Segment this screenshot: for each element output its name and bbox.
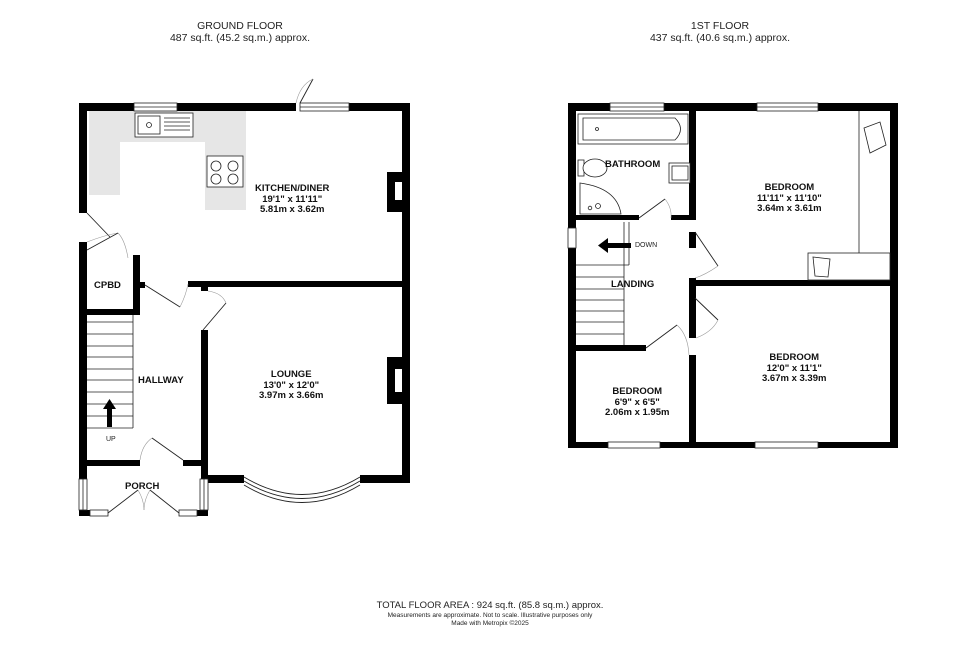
room-label-bedroom-3: BEDROOM 6'9" x 6'5" 2.06m x 1.95m (605, 386, 670, 419)
room-dimensions-imperial: 11'11" x 11'10" (757, 192, 822, 204)
bathtub-icon (577, 113, 689, 145)
room-label-kitchen: KITCHEN/DINER 19'1" x 11'11" 5.81m x 3.6… (255, 183, 330, 216)
room-name: LANDING (611, 279, 655, 290)
room-name: BEDROOM (764, 182, 815, 193)
room-dimensions-imperial: 19'1" x 11'11" (262, 193, 323, 205)
room-dimensions-metric: 3.67m x 3.39m (762, 373, 827, 384)
room-label-hallway: HALLWAY (138, 375, 184, 387)
sink-icon (134, 112, 194, 138)
basin-icon (668, 162, 691, 184)
ground-floor-stairs (87, 315, 134, 429)
room-name: KITCHEN/DINER (255, 183, 330, 194)
room-label-bathroom: BATHROOM (605, 159, 661, 171)
ground-floor-header: GROUND FLOOR 487 sq.ft. (45.2 sq.m.) app… (130, 20, 350, 44)
first-floor-title: 1ST FLOOR (690, 20, 750, 32)
first-floor-doors (638, 198, 719, 356)
room-dimensions-metric: 3.97m x 3.66m (259, 390, 324, 401)
room-name: CPBD (94, 280, 121, 291)
stairs-up-arrow-icon (103, 399, 116, 427)
room-name: BEDROOM (769, 352, 820, 363)
room-label-landing: LANDING (611, 279, 655, 291)
credit: Made with Metropix ©2025 (451, 620, 529, 627)
total-floor-area: TOTAL FLOOR AREA : 924 sq.ft. (85.8 sq.m… (376, 600, 604, 611)
room-label-porch: PORCH (125, 481, 160, 493)
wardrobe-icon (807, 111, 891, 281)
shower-icon (579, 182, 622, 215)
ground-floor-area: 487 sq.ft. (45.2 sq.m.) approx. (169, 32, 311, 44)
room-name: HALLWAY (138, 375, 184, 386)
room-dimensions-imperial: 12'0" x 11'1" (766, 362, 822, 374)
stairs-down-label: DOWN (635, 242, 658, 249)
room-name: PORCH (125, 481, 160, 492)
room-label-bedroom-2: BEDROOM 12'0" x 11'1" 3.67m x 3.39m (762, 352, 827, 385)
room-name: BATHROOM (605, 159, 661, 170)
hob-icon (206, 155, 244, 188)
room-dimensions-metric: 5.81m x 3.62m (259, 204, 325, 215)
bay-window (243, 476, 361, 503)
room-dimensions-metric: 2.06m x 1.95m (605, 407, 670, 418)
toilet-icon (577, 158, 608, 178)
first-floor-plan (567, 102, 898, 449)
room-dimensions-metric: 3.64m x 3.61m (757, 203, 822, 214)
stairs-down-arrow-icon (598, 238, 631, 253)
room-label-lounge: LOUNGE 13'0" x 12'0" 3.97m x 3.66m (259, 369, 324, 402)
disclaimer: Measurements are approximate. Not to sca… (387, 612, 593, 619)
stairs-up-label: UP (106, 436, 116, 443)
first-floor-header: 1ST FLOOR 437 sq.ft. (40.6 sq.m.) approx… (610, 20, 830, 44)
room-dimensions-imperial: 6'9" x 6'5" (614, 396, 660, 408)
ground-floor-plan (78, 78, 410, 517)
ground-floor-windows (78, 102, 350, 517)
room-label-cpbd: CPBD (94, 280, 121, 292)
footer: TOTAL FLOOR AREA : 924 sq.ft. (85.8 sq.m… (330, 600, 650, 628)
first-floor-windows (567, 102, 819, 449)
first-floor-area: 437 sq.ft. (40.6 sq.m.) approx. (649, 32, 791, 44)
room-label-bedroom-1: BEDROOM 11'11" x 11'10" 3.64m x 3.61m (757, 182, 822, 215)
room-dimensions-imperial: 13'0" x 12'0" (263, 379, 320, 391)
room-name: LOUNGE (270, 369, 312, 380)
first-floor-walls (568, 103, 898, 448)
ground-floor-walls (79, 103, 410, 516)
ground-floor-doors (86, 78, 314, 514)
ground-floor-title: GROUND FLOOR (197, 20, 283, 32)
room-name: BEDROOM (612, 386, 663, 397)
